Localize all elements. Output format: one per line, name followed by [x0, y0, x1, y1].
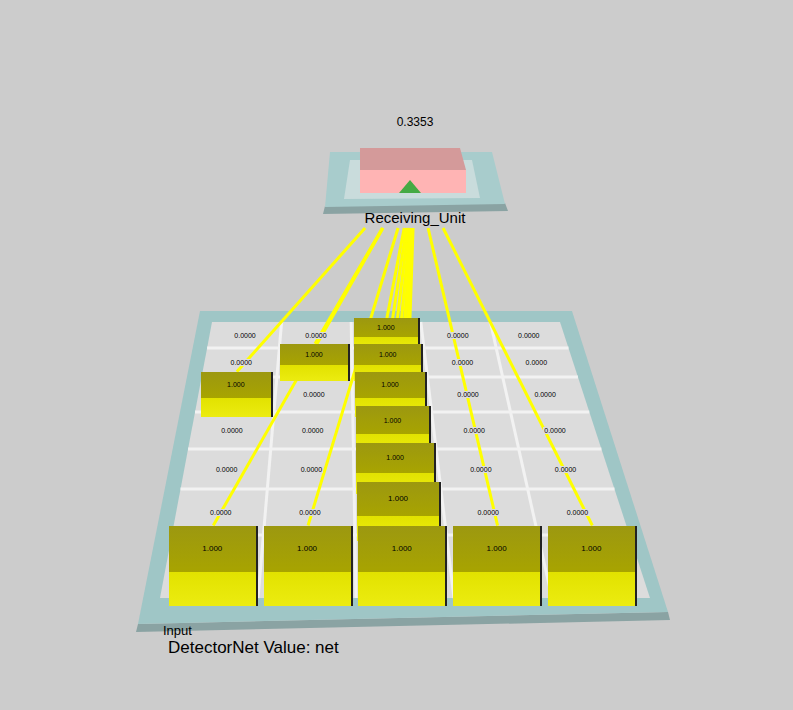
unit-front: [360, 170, 466, 193]
unit-cell: 0.0000: [519, 413, 592, 448]
unit-top-face: 1.000: [305, 344, 323, 366]
unit-value: 1.000: [297, 545, 317, 553]
unit-top-face: 1.000: [381, 372, 399, 398]
unit-value: 0.0000: [525, 359, 548, 366]
unit-value: 1.000: [388, 495, 408, 503]
unit-value: 0.0000: [451, 359, 474, 366]
unit-value: 0.0000: [533, 391, 556, 398]
unit-value: 0.0000: [298, 509, 321, 516]
unit-value: 1.000: [379, 351, 397, 358]
unit-top-face: 1.000: [202, 526, 222, 573]
unit-cell: 0.0000: [497, 323, 561, 347]
unit-top-face: 1.000: [379, 344, 397, 366]
unit-value: 0.0000: [469, 466, 492, 473]
active-unit: 1.000: [201, 372, 273, 417]
unit-triangle: [399, 180, 421, 193]
unit-value: 0.0000: [477, 509, 500, 516]
unit-cell: 0.0000: [443, 450, 519, 488]
unit-top-face: 1.000: [487, 526, 507, 573]
layer-name: Receiving_Unit: [365, 210, 466, 228]
unit-value: 1.000: [392, 545, 412, 553]
unit-value: 1.000: [227, 381, 245, 388]
unit-cell: 0.0000: [196, 413, 269, 448]
unit-cell: 0.0000: [276, 413, 349, 448]
unit-top-face: 1.000: [386, 443, 404, 473]
unit-cell: 0.0000: [429, 349, 495, 376]
unit-value: 1.000: [386, 454, 404, 461]
unit-value: 0.0000: [456, 391, 479, 398]
unit-cell: 0.0000: [503, 349, 569, 376]
unit-top-face: 1.000: [581, 526, 601, 573]
unit-value: 1.000: [581, 545, 601, 553]
unit-top-face: 1.000: [392, 526, 412, 573]
active-unit: 1.000: [169, 526, 258, 607]
unit-cell: 0.0000: [438, 413, 511, 448]
unit-value: 0.0000: [215, 466, 238, 473]
unit-value: 0.0000: [301, 427, 324, 434]
unit-top-face: 1.000: [377, 318, 395, 337]
unit-top-face: 1.000: [384, 406, 402, 433]
unit-value: 0.0000: [463, 427, 486, 434]
unit-cell: 0.0000: [279, 378, 348, 411]
unit-value: 0.0000: [304, 332, 327, 339]
unit-value: 1.000: [305, 351, 323, 358]
unit-top-face: 1.000: [297, 526, 317, 573]
unit-cell: 0.0000: [433, 378, 502, 411]
active-unit: 1.000: [548, 526, 637, 607]
unit-value: 0.0000: [517, 332, 540, 339]
weight-connection: [443, 228, 592, 526]
unit-cell: 0.0000: [213, 323, 277, 347]
unit-value: 0.0000: [233, 332, 256, 339]
unit-cell: 0.0000: [527, 450, 603, 488]
unit-value: 1.000: [202, 545, 222, 553]
unit-cell: 0.0000: [189, 450, 265, 488]
active-unit: 1.000: [453, 526, 542, 607]
input-layer: Input 0.0000 0.0000 1.000 0.0000 0.0000 0.0000…: [135, 318, 675, 638]
view-caption: DetectorNet Value: net: [168, 639, 339, 656]
unit-top-face: 1.000: [388, 482, 408, 516]
unit-value: 0.0000: [543, 427, 566, 434]
unit-value: 0.0000: [300, 466, 323, 473]
unit-value: 0.0000: [554, 466, 577, 473]
unit-value: 0.0000: [220, 427, 243, 434]
layer-frame: [138, 311, 668, 624]
unit-value: 0.3353: [397, 116, 434, 128]
unit-cell: 0.0000: [426, 323, 490, 347]
unit-value: 0.0000: [302, 391, 325, 398]
layer-name: Input: [163, 624, 192, 637]
active-unit: 1.000: [264, 526, 353, 607]
unit-value: 1.000: [381, 381, 399, 388]
unit-top: [360, 148, 466, 170]
unit-value: 0.0000: [446, 332, 469, 339]
active-unit: 1.000: [280, 344, 349, 381]
unit-cell: 0.0000: [510, 378, 579, 411]
unit-value: 1.000: [384, 417, 402, 424]
active-unit: 1.000: [358, 526, 447, 607]
unit-value: 0.0000: [230, 359, 253, 366]
unit-value: 1.000: [487, 545, 507, 553]
unit-value: 1.000: [377, 324, 395, 331]
receiving-layer: 0.3353Receiving_Unit: [320, 116, 510, 228]
unit-value: 0.0000: [209, 509, 232, 516]
unit-cell: 0.0000: [273, 450, 349, 488]
weight-connection: [428, 228, 497, 526]
unit-value: 0.0000: [566, 509, 589, 516]
unit-top-face: 1.000: [227, 372, 245, 398]
